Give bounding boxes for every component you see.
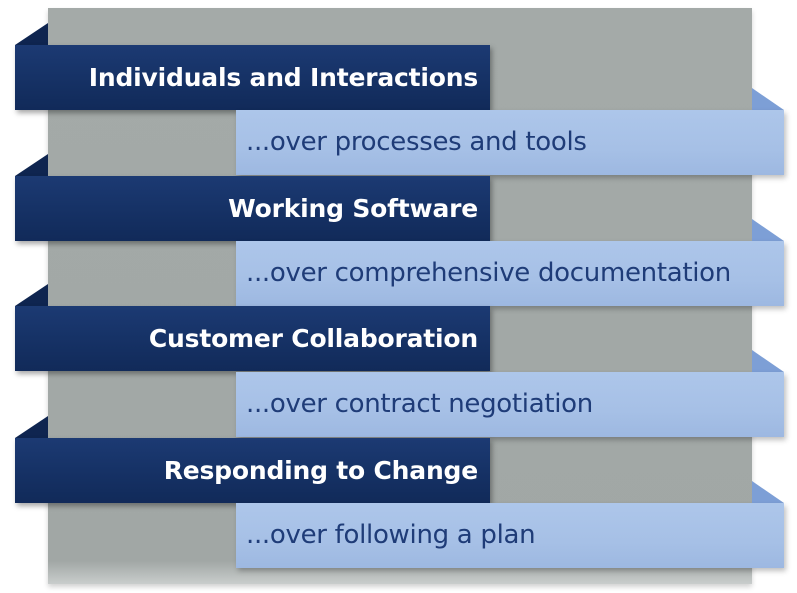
- value-over-3: ...over contract negotiation: [246, 389, 593, 419]
- value-preferred-3: Customer Collaboration: [148, 324, 478, 353]
- primary-band-fold-1: [15, 23, 48, 45]
- value-over-1: ...over processes and tools: [246, 127, 587, 157]
- secondary-band-fold-2: [752, 219, 784, 241]
- over-band-1: ...over processes and tools: [236, 110, 784, 175]
- over-band-4: ...over following a plan: [236, 503, 784, 568]
- over-band-2: ...over comprehensive documentation: [236, 241, 784, 306]
- value-preferred-2: Working Software: [228, 194, 478, 223]
- value-over-4: ...over following a plan: [246, 520, 536, 550]
- value-over-2: ...over comprehensive documentation: [246, 258, 731, 288]
- value-preferred-4: Responding to Change: [163, 456, 479, 485]
- primary-band-fold-4: [15, 416, 48, 438]
- value-band-2: Working Software: [15, 176, 490, 241]
- value-band-1: Individuals and Interactions: [15, 45, 490, 110]
- secondary-band-fold-3: [752, 350, 784, 372]
- secondary-band-fold-1: [752, 88, 784, 110]
- value-band-4: Responding to Change: [15, 438, 490, 503]
- secondary-band-fold-4: [752, 481, 784, 503]
- value-band-3: Customer Collaboration: [15, 306, 490, 371]
- primary-band-fold-2: [15, 154, 48, 176]
- value-preferred-1: Individuals and Interactions: [88, 63, 478, 92]
- primary-band-fold-3: [15, 284, 48, 306]
- over-band-3: ...over contract negotiation: [236, 372, 784, 437]
